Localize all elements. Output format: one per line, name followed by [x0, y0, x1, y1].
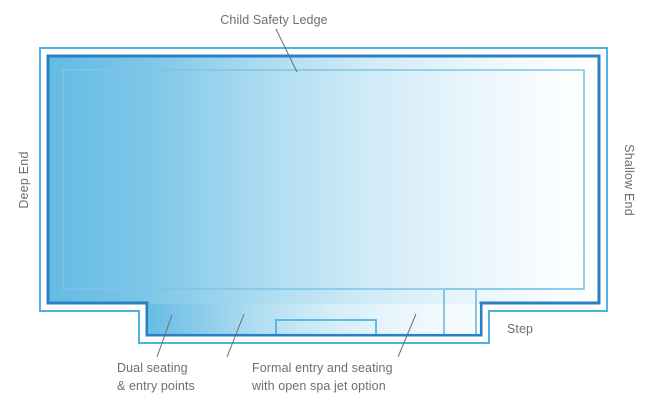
label-formal-entry-line2: with open spa jet option [251, 379, 386, 393]
label-step: Step [507, 322, 533, 336]
pool-lower-bench-fill [148, 304, 480, 334]
label-dual-seating-line1: Dual seating [117, 361, 188, 375]
spa-jet-opening [275, 319, 377, 334]
leader-dual-seating [156, 314, 173, 358]
label-dual-seating-line2: & entry points [117, 379, 195, 393]
label-shallow-end: Shallow End [622, 144, 636, 216]
leader-formal-entry [226, 313, 245, 358]
label-deep-end: Deep End [17, 151, 31, 208]
label-child-safety-ledge: Child Safety Ledge [220, 13, 327, 27]
pool-outer-outline [39, 47, 608, 344]
pool-gap-ring [42, 50, 605, 341]
label-formal-entry-line1: Formal entry and seating [252, 361, 393, 375]
leader-spa-jet [397, 313, 417, 358]
leader-child-safety-ledge [275, 28, 298, 73]
leader-lines [156, 28, 417, 358]
pool-water-body [46, 54, 601, 337]
pool-shell [39, 47, 608, 344]
